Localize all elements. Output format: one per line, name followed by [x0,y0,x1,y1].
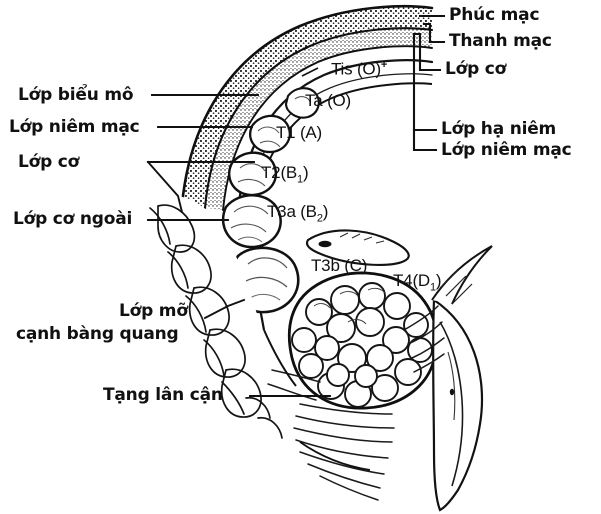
stage-t2-subscript: 1 [297,173,303,186]
label-lop-mo-line1: Lớp mỡ [119,301,188,321]
bracket-lop-co [412,32,442,72]
label-lop-co: Lớp cơ [18,152,80,172]
tumor-nodule-t1 [249,114,291,154]
stage-label-t1: T1 (A) [276,123,323,142]
label-lop-ha-niem: Lớp hạ niêm [441,119,557,139]
stage-label-t4: T4(D1) [393,271,442,294]
bracket-thanh-mac [422,22,446,44]
label-lop-co-ngoai: Lớp cơ ngoài [13,209,133,229]
stage-label-t3a: T3a (B2) [267,202,328,225]
stage-tis-superscript: + [380,59,388,71]
stage-t4-main: T4(D [393,271,430,290]
label-tang-lan-can: Tạng lân cận [103,385,223,405]
perivesical-fat [149,195,300,442]
stage-t3a-subscript: 2 [316,212,323,225]
leader-brackets-right [412,14,446,152]
tumor-nodule-t2 [227,151,277,197]
tumor-nodule-ta [284,87,320,119]
label-lop-niem-mac: Lớp niêm mạc [9,117,140,137]
stage-t3a-main: T3a (B [267,202,317,221]
label-canh-bang-quang-line2: cạnh bàng quang [16,324,179,344]
leader-lop-mo [203,298,246,320]
label-lop-co-right: Lớp cơ [445,59,507,79]
stage-t4-subscript: 1 [429,281,436,294]
stage-label-ta: Ta (O) [305,91,352,110]
bladder-outer-boundary [263,329,371,471]
stage-tis-main: Tis (O) [331,59,381,79]
stage-label-tis: Tis (O)+ [331,59,387,79]
label-phuc-mac: Phúc mạc [449,5,540,25]
label-lop-niem-mac-right: Lớp niêm mạc [441,140,572,160]
stage-t3a-tail: ) [322,202,329,221]
stage-t4-tail: ) [435,271,442,290]
tumor-nodule-t3a [221,194,282,249]
stage-t2-tail: ) [302,163,309,182]
stage-label-t2: T2(B1) [261,163,309,186]
label-thanh-mac: Thanh mạc [449,31,552,51]
leader-lop-co-hook [146,160,184,214]
bracket-lop-niem-mac [412,128,438,152]
stage-t2-main: T2(B [261,163,298,182]
label-lop-bieu-mo: Lớp biểu mô [18,85,134,105]
leader-lines-stages [301,67,319,77]
stage-label-t3b: T3b (C) [311,256,368,275]
large-tumor-mass-t4 [287,271,439,410]
adjacent-organ-structure [431,245,493,512]
leader-lines-left [146,94,331,397]
t3b-extravesical-streak [306,229,410,266]
muscle-fiber-hatching [267,305,445,501]
